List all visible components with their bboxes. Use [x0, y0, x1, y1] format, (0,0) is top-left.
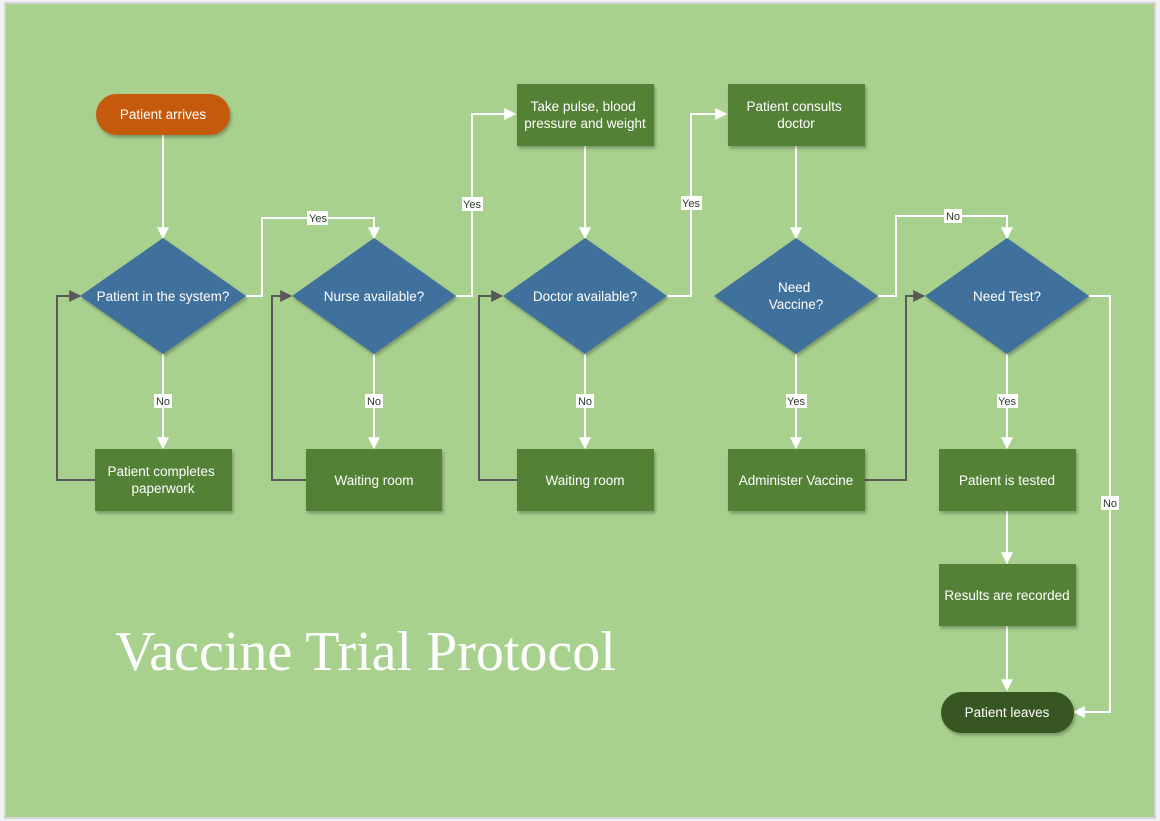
edge-label-text: Yes	[463, 199, 481, 211]
edge-system-yes-to-nurse	[246, 217, 380, 297]
nodes: Patient arrives Patient in the system? P…	[80, 84, 1089, 733]
node-paperwork-label: Patient completes	[107, 464, 215, 479]
node-consult-label-line2: doctor	[777, 116, 815, 131]
node-recorded: Results are recorded	[939, 564, 1076, 626]
node-end: Patient leaves	[941, 692, 1074, 733]
edge-label-nurse-yes: Yes	[462, 197, 483, 211]
edge-label-system-no: No	[154, 394, 172, 408]
node-decision-test-label: Need Test?	[973, 289, 1041, 304]
diagram-title: Vaccine Trial Protocol	[115, 621, 616, 683]
node-administer: Administer Vaccine	[728, 449, 865, 511]
edge-label-test-no: No	[1101, 496, 1119, 510]
edge-label-text: No	[578, 396, 592, 408]
node-vitals-label-line2: pressure and weight	[524, 116, 646, 131]
node-decision-nurse-label: Nurse available?	[324, 289, 425, 304]
edge-administer-to-test	[865, 290, 926, 481]
edge-label-doctor-no: No	[576, 394, 594, 408]
node-waiting1: Waiting room	[306, 449, 442, 511]
edge-label-text: No	[946, 211, 960, 223]
node-decision-vaccine: Need Vaccine?	[714, 238, 878, 354]
loop-edges	[56, 290, 926, 481]
edge-label-vaccine-no: No	[944, 209, 962, 223]
edge-label-text: Yes	[682, 198, 700, 210]
node-decision-doctor-label: Doctor available?	[533, 289, 637, 304]
edge-label-vaccine-yes: Yes	[786, 394, 807, 408]
edge-label-system-yes: Yes	[307, 211, 328, 225]
edge-label-doctor-yes: Yes	[681, 196, 702, 210]
node-tested: Patient is tested	[939, 449, 1076, 511]
svg-text:Need Vaccine?: Need Vaccine?	[769, 280, 824, 312]
node-recorded-label: Results are recorded	[944, 588, 1069, 603]
node-decision-vaccine-label: Need	[778, 280, 810, 295]
node-waiting2: Waiting room	[517, 449, 654, 511]
node-paperwork-label-line2: paperwork	[131, 481, 194, 496]
node-decision-test: Need Test?	[925, 238, 1089, 354]
node-decision-vaccine-label-line2: Vaccine?	[769, 297, 824, 312]
edge-label-nurse-no: No	[365, 394, 383, 408]
node-start: Patient arrives	[96, 94, 230, 135]
node-decision-system-label: Patient in the system?	[97, 289, 230, 304]
node-decision-system: Patient in the system?	[80, 238, 246, 354]
edge-label-test-yes: Yes	[997, 394, 1018, 408]
edge-waiting1-to-nurse	[271, 290, 306, 481]
node-decision-doctor: Doctor available?	[503, 238, 667, 354]
node-administer-label: Administer Vaccine	[739, 473, 854, 488]
node-vitals: Take pulse, blood pressure and weight	[517, 84, 654, 146]
edge-label-text: No	[156, 396, 170, 408]
edge-waiting2-to-doctor	[478, 290, 517, 481]
svg-text:Patient consults doctor: Patient consults doctor	[746, 99, 845, 131]
svg-text:Take pulse, blood pressu: Take pulse, blood pressure and weight	[524, 99, 646, 131]
edge-label-text: Yes	[787, 396, 805, 408]
edge-labels: No Yes No Yes No Yes Yes No	[154, 196, 1119, 510]
svg-text:Patient completes paperw: Patient completes paperwork	[107, 464, 218, 496]
node-vitals-label: Take pulse, blood	[531, 99, 636, 114]
edge-paperwork-to-system	[56, 290, 95, 481]
node-waiting2-label: Waiting room	[545, 473, 624, 488]
edge-label-text: Yes	[309, 213, 327, 225]
node-paperwork: Patient completes paperwork	[95, 449, 232, 511]
edge-label-text: No	[367, 396, 381, 408]
node-end-label: Patient leaves	[965, 705, 1050, 720]
node-consult-label: Patient consults	[746, 99, 842, 114]
node-consult: Patient consults doctor	[728, 84, 865, 146]
node-tested-label: Patient is tested	[959, 473, 1055, 488]
edge-label-text: Yes	[998, 396, 1016, 408]
edge-label-text: No	[1103, 498, 1117, 510]
node-start-label: Patient arrives	[120, 107, 207, 122]
node-decision-nurse: Nurse available?	[292, 238, 456, 354]
node-waiting1-label: Waiting room	[334, 473, 413, 488]
edge-vaccine-no-to-test	[878, 215, 1013, 297]
